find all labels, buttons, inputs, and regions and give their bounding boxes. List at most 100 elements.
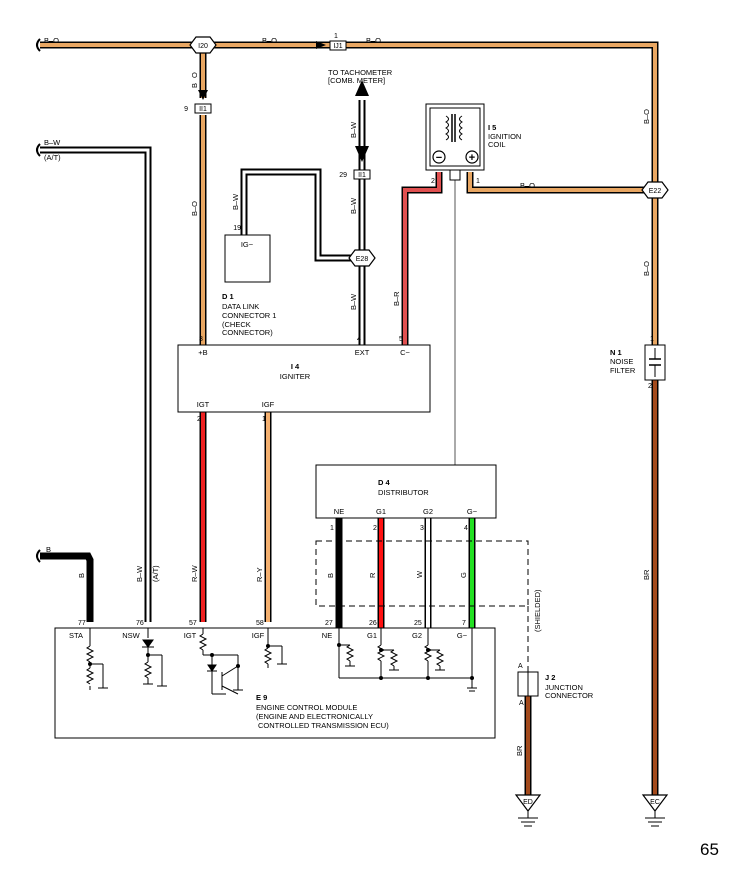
wire-bo-main: [40, 41, 659, 345]
svg-text:II1: II1: [199, 106, 207, 113]
connector-i20: I20: [189, 36, 217, 54]
svg-text:5: 5: [399, 336, 403, 343]
svg-text:−: −: [436, 152, 442, 164]
svg-text:W: W: [415, 570, 424, 578]
svg-text:(A/T): (A/T): [44, 153, 61, 162]
svg-text:B–W: B–W: [135, 565, 144, 582]
svg-text:NE: NE: [334, 507, 344, 516]
svg-text:1: 1: [262, 416, 266, 423]
svg-text:STA: STA: [69, 631, 83, 640]
svg-text:1: 1: [650, 336, 654, 343]
svg-text:G: G: [459, 572, 468, 578]
igniter: I 4 IGNITER 3 +B 4 EXT 5 C− IGT 2 IGF 1: [177, 336, 431, 423]
wire-bo-coil: [466, 172, 655, 194]
svg-text:DISTRIBUTOR: DISTRIBUTOR: [378, 488, 429, 497]
svg-text:2: 2: [197, 416, 201, 423]
svg-text:2: 2: [431, 178, 435, 185]
svg-text:26: 26: [369, 620, 377, 627]
svg-text:IGT: IGT: [184, 631, 197, 640]
svg-text:G1: G1: [376, 507, 386, 516]
svg-text:NE: NE: [322, 631, 332, 640]
svg-text:CONNECTOR): CONNECTOR): [222, 328, 273, 337]
shield-boundary: [315, 540, 529, 607]
tachometer-label: TO TACHOMETER: [328, 68, 393, 77]
svg-text:IGT: IGT: [197, 400, 210, 409]
connector-ii1-left: II1 9: [184, 90, 212, 114]
svg-text:B: B: [326, 573, 335, 578]
connector-ij1: IJ1 1: [316, 33, 347, 51]
svg-text:B–O: B–O: [642, 261, 651, 276]
wire-br-coil: [401, 172, 443, 345]
svg-text:B: B: [190, 83, 199, 88]
svg-text:B–O: B–O: [642, 109, 651, 124]
svg-text:29: 29: [339, 172, 347, 179]
page-number: 65: [700, 840, 719, 859]
svg-text:JUNCTION: JUNCTION: [545, 683, 583, 692]
svg-text:7: 7: [462, 620, 466, 627]
svg-text:B–O: B–O: [366, 36, 381, 45]
svg-text:25: 25: [414, 620, 422, 627]
svg-text:1: 1: [330, 525, 334, 532]
svg-text:B–O: B–O: [44, 36, 59, 45]
svg-text:G2: G2: [423, 507, 433, 516]
svg-text:9: 9: [184, 106, 188, 113]
svg-text:4: 4: [357, 336, 361, 343]
data-link-connector: 19 IG−: [224, 225, 271, 283]
wire-bw-tach: [240, 100, 366, 345]
svg-text:57: 57: [189, 620, 197, 627]
svg-text:CONNECTOR 1: CONNECTOR 1: [222, 311, 276, 320]
svg-text:IJ1: IJ1: [333, 43, 342, 50]
connector-e28: E28: [348, 249, 376, 267]
svg-text:BR: BR: [642, 569, 651, 580]
svg-text:B: B: [77, 573, 86, 578]
svg-text:G−: G−: [467, 507, 478, 516]
engine-control-module: 77 STA 76 NSW 57 IGT 58 IGF 27 NE 26 G1 …: [54, 620, 496, 739]
svg-text:76: 76: [136, 620, 144, 627]
noise-filter: 1 2: [644, 336, 666, 390]
svg-text:FILTER: FILTER: [610, 366, 636, 375]
svg-text:[COMB. METER]: [COMB. METER]: [328, 76, 385, 85]
svg-text:CONTROLLED TRANSMISSION ECU): CONTROLLED TRANSMISSION ECU): [258, 721, 389, 730]
svg-text:A: A: [519, 700, 524, 707]
svg-text:I 4: I 4: [291, 362, 300, 371]
svg-text:DATA LINK: DATA LINK: [222, 302, 259, 311]
svg-text:2: 2: [373, 525, 377, 532]
svg-text:I20: I20: [198, 43, 208, 50]
svg-text:N 1: N 1: [610, 348, 622, 357]
svg-text:B–W: B–W: [44, 138, 61, 147]
svg-text:(A/T): (A/T): [151, 565, 160, 582]
svg-text:NOISE: NOISE: [610, 357, 633, 366]
ground-ec: EC: [641, 794, 669, 827]
svg-text:B–O: B–O: [520, 181, 535, 190]
svg-text:G2: G2: [412, 631, 422, 640]
svg-text:A: A: [518, 663, 523, 670]
distributor: D 4 DISTRIBUTOR NE G1 G2 G− 1 2 3 4: [315, 464, 497, 532]
svg-text:B: B: [46, 545, 51, 554]
svg-text:IGNITER: IGNITER: [280, 372, 311, 381]
svg-text:B–O: B–O: [190, 201, 199, 216]
svg-text:CONNECTOR: CONNECTOR: [545, 691, 594, 700]
junction-connector-j2: A A: [517, 663, 539, 707]
svg-text:C−: C−: [400, 348, 410, 357]
svg-text:+: +: [469, 152, 475, 164]
svg-text:E22: E22: [649, 188, 662, 195]
svg-text:O: O: [190, 72, 199, 78]
svg-text:B–W: B–W: [349, 197, 358, 214]
svg-text:G1: G1: [367, 631, 377, 640]
svg-text:1: 1: [476, 178, 480, 185]
svg-text:NSW: NSW: [122, 631, 140, 640]
svg-text:I 5: I 5: [488, 123, 496, 132]
svg-text:B–R: B–R: [392, 291, 401, 306]
svg-text:(CHECK: (CHECK: [222, 320, 251, 329]
svg-text:(ENGINE AND ELECTRONICALLY: (ENGINE AND ELECTRONICALLY: [256, 712, 373, 721]
svg-text:E28: E28: [356, 256, 369, 263]
svg-text:ED: ED: [523, 799, 533, 806]
svg-text:COIL: COIL: [488, 140, 506, 149]
svg-text:IGF: IGF: [252, 631, 265, 640]
svg-text:1: 1: [334, 33, 338, 40]
svg-text:B–W: B–W: [349, 121, 358, 138]
svg-text:R–Y: R–Y: [255, 567, 264, 582]
svg-text:4: 4: [464, 525, 468, 532]
svg-text:19: 19: [233, 225, 241, 232]
